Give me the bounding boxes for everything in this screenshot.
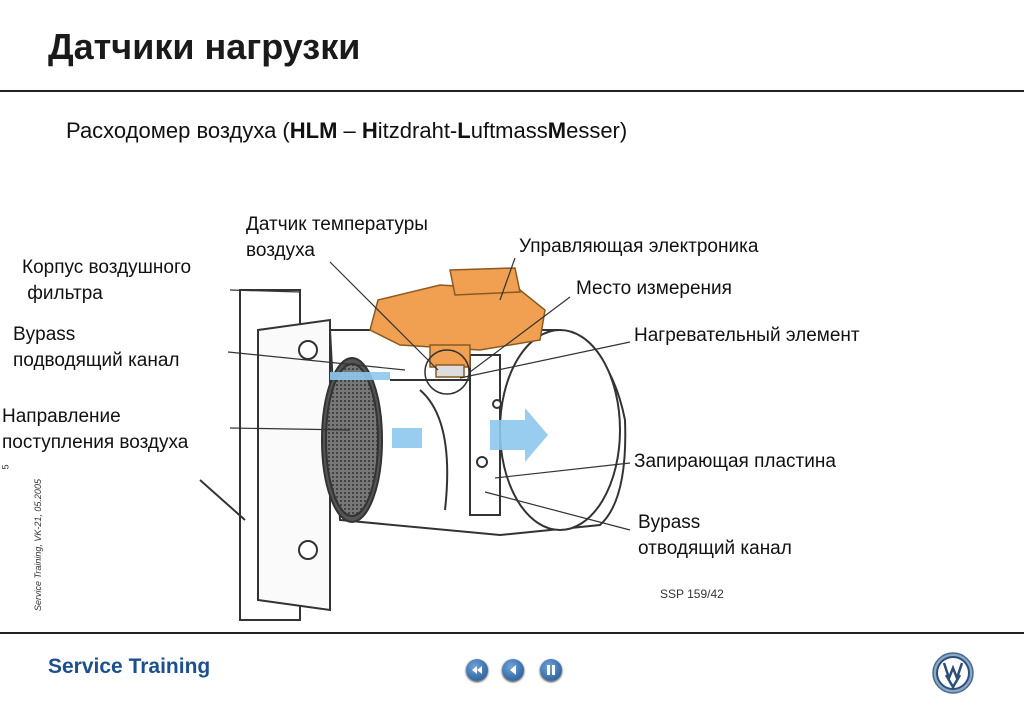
- figure-code: SSP 159/42: [660, 587, 724, 601]
- previous-button[interactable]: [502, 659, 524, 681]
- vw-logo-icon: [932, 652, 974, 694]
- diagram-subtitle: Расходомер воздуха (HLM – Hitzdraht-Luft…: [66, 118, 628, 143]
- label-heating-element: Нагревательный элемент: [634, 325, 860, 346]
- page-title: Датчики нагрузки: [48, 26, 361, 67]
- label-filter-housing: Корпус воздушного фильтра: [22, 257, 192, 304]
- label-locking-plate: Запирающая пластина: [634, 451, 836, 472]
- pause-icon: [547, 665, 555, 675]
- header-divider: [0, 90, 1024, 92]
- label-temperature-sensor: Датчик температуры воздуха: [246, 214, 428, 261]
- electronics-housing: [369, 267, 546, 378]
- footer-brand: Service Training: [48, 655, 211, 678]
- rewind-button[interactable]: [466, 659, 488, 681]
- rewind-icon: [472, 666, 482, 674]
- label-measurement-point: Место измерения: [576, 278, 732, 299]
- airflow-arrows: [330, 372, 548, 462]
- leader-lines: [227, 257, 631, 531]
- play-back-icon: [510, 665, 516, 675]
- label-control-electronics: Управляющая электроника: [519, 236, 759, 257]
- footer-divider: [0, 632, 1024, 634]
- label-bypass-outlet: Bypass отводящий канал: [638, 512, 792, 559]
- label-bypass-inlet: Bypass подводящий канал: [13, 324, 180, 371]
- side-note: Service Training, VK-21, 05.2005: [33, 479, 43, 611]
- filter-housing: [199, 289, 331, 621]
- label-air-direction: Направление поступления воздуха: [2, 406, 189, 453]
- measurement-point-circle: [424, 349, 470, 395]
- meter-tube: [321, 329, 627, 537]
- page-number: 5: [0, 464, 11, 470]
- pause-button[interactable]: [540, 659, 562, 681]
